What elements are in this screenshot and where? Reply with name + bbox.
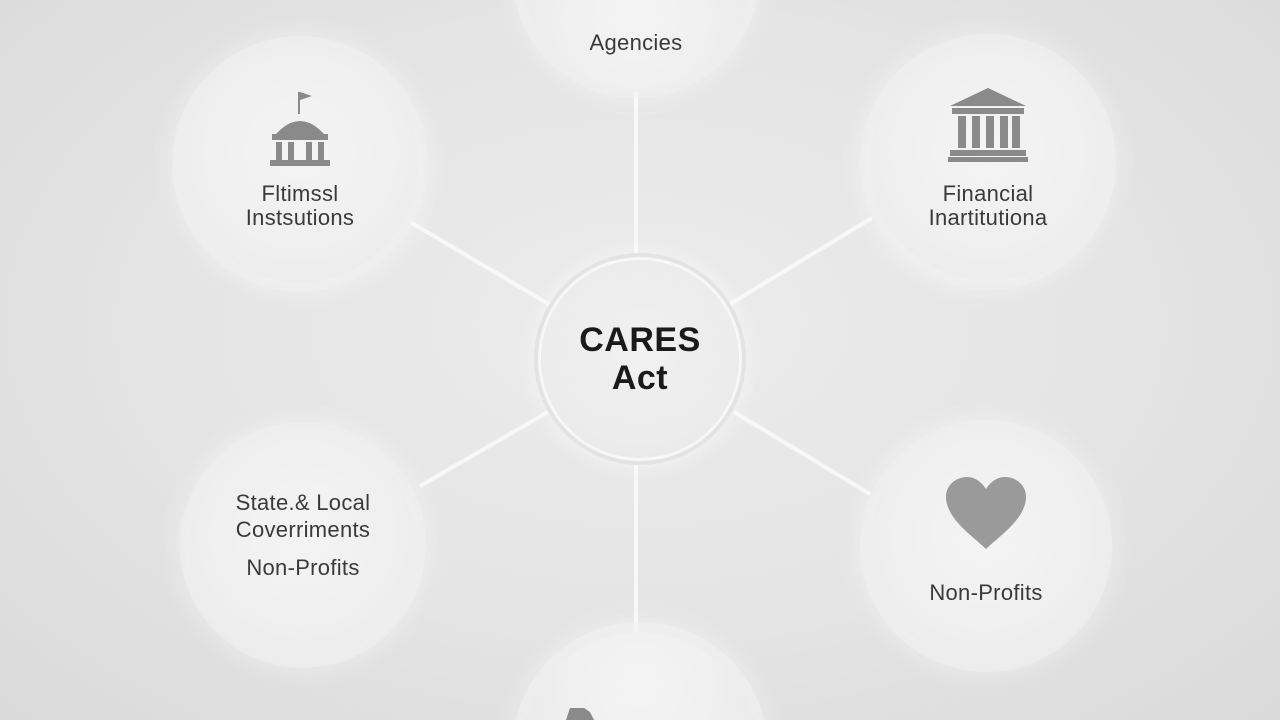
node-bottom-left: State.& Local Coverriments Non-Profits (190, 432, 416, 658)
node-top-left: Fltimssl Instsutions (182, 46, 418, 282)
node-bottom-right: Non-Profits (870, 430, 1102, 662)
node-agencies-label: Agencies (589, 30, 683, 55)
node-bottom-left-label: State.& Local Coverriments Non-Profits (235, 489, 371, 580)
node-bottom-right-label: Non-Profits (929, 580, 1043, 605)
government-building-icon (270, 92, 330, 166)
cares-act-hub: CARES Act (538, 257, 742, 461)
node-top-left-label: Fltimssl Instsutions (246, 182, 354, 230)
bank-columns-icon (948, 88, 1028, 162)
node-top-right: Financial Inartitutiona (870, 44, 1106, 280)
node-bottom-left-label-line2: Coverriments (235, 516, 371, 542)
hub-title-line2: Act (611, 359, 669, 397)
node-top-left-label-line2: Instsutions (245, 205, 355, 230)
connector-bottom-left (418, 410, 550, 488)
node-bottom-left-label-line3: Non-Profits (246, 554, 360, 580)
node-top-right-label: Financial Inartitutiona (929, 182, 1048, 230)
node-top-left-label-line1: Fltimssl (261, 181, 339, 206)
connector-top-right (728, 216, 874, 306)
hub-title-line1: CARES (579, 321, 701, 359)
partial-icon (566, 708, 594, 720)
connector-top-left (408, 220, 554, 308)
node-top-right-label-line2: Inartitutiona (928, 205, 1048, 230)
heart-icon (946, 477, 1026, 549)
connector-bottom-right (732, 410, 872, 496)
node-top-right-label-line1: Financial (942, 181, 1034, 206)
node-bottom-left-label-line1: State.& Local (235, 489, 371, 515)
